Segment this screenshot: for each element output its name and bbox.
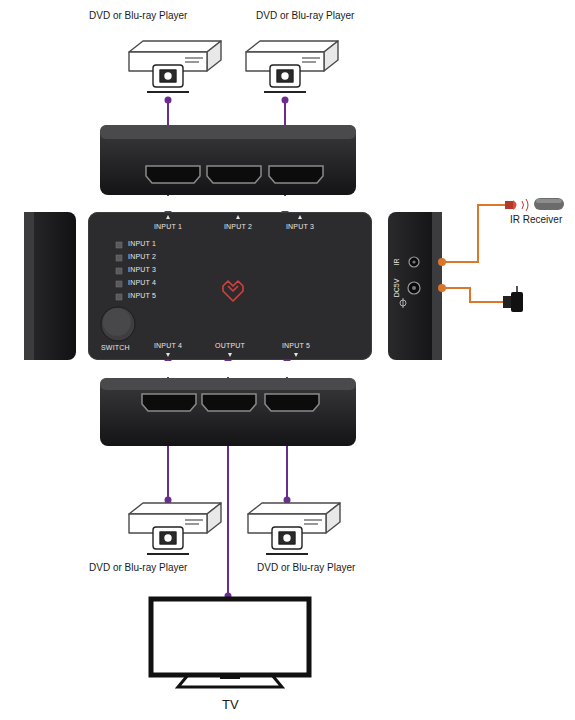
player-box: DVD or Blu-ray Player (244, 500, 394, 576)
port-label: INPUT 1 (154, 223, 182, 231)
led-label: INPUT 1 (128, 240, 156, 248)
ir-receiver-icon (505, 198, 564, 211)
switch-top-panel: INPUT 1 INPUT 2 INPUT 3 INPUT 1 INPUT 2 INPUT… (88, 212, 372, 360)
left-side-view (24, 212, 76, 360)
port-label: INPUT 2 (224, 223, 252, 231)
device-label: TV (222, 698, 239, 713)
port-label: INPUT 5 (282, 342, 310, 350)
device-label: DVD or Blu-ray Player (89, 562, 187, 574)
device-label: DVD or Blu-ray Player (256, 10, 354, 22)
player-box: DVD or Blu-ray Player (88, 500, 226, 576)
top-port-strip (100, 125, 356, 195)
player-icon (242, 38, 342, 100)
tv-box: TV (148, 596, 312, 714)
port-label: INPUT 4 (154, 342, 182, 350)
power-wire (439, 285, 503, 302)
player-icon (125, 38, 225, 100)
power-plug-icon (503, 286, 523, 312)
jack-label: IR (393, 259, 401, 266)
player-box: DVD or Blu-ray Player (88, 10, 226, 100)
player-icon (244, 500, 344, 562)
bottom-port-strip (100, 378, 356, 446)
player-box: DVD or Blu-ray Player (242, 10, 392, 100)
ir-wire (439, 205, 506, 265)
jack-label: DC5V (393, 279, 401, 298)
player-icon (125, 500, 225, 562)
button-label: SWITCH (101, 344, 130, 352)
device-label: DVD or Blu-ray Player (89, 10, 187, 22)
port-label: OUTPUT (215, 342, 245, 350)
right-side-view (388, 212, 442, 360)
led-label: INPUT 4 (128, 279, 156, 287)
port-label: INPUT 3 (286, 223, 314, 231)
ir-receiver-label: IR Receiver (510, 214, 562, 226)
led-label: INPUT 3 (128, 266, 156, 274)
tv-icon (148, 596, 312, 696)
led-label: INPUT 2 (128, 253, 156, 261)
device-label: DVD or Blu-ray Player (257, 562, 355, 574)
led-label: INPUT 5 (128, 292, 156, 300)
